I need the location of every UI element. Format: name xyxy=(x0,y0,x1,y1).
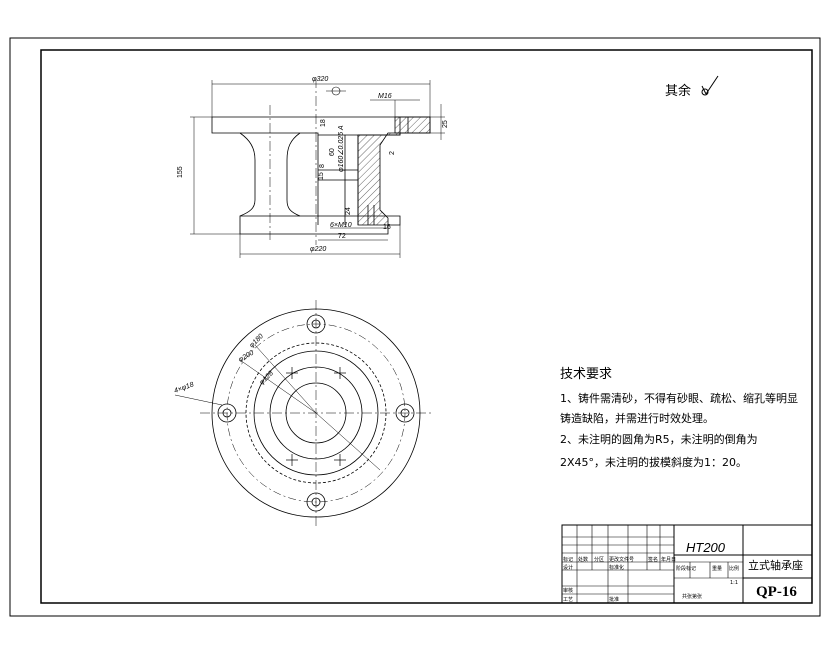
dim-top-thread: M16 xyxy=(378,93,392,100)
tech-note-line-1: 1、铸件需清砂，不得有砂眼、疏松、缩孔等明显 xyxy=(560,391,798,405)
plan-dim-128: φ128 xyxy=(258,370,275,387)
dim-60: 60 xyxy=(329,148,336,156)
dim-right-2: 2 xyxy=(389,151,396,155)
outer-border xyxy=(9,37,821,617)
dim-24: 24 xyxy=(345,207,352,215)
tb-zone: 分区 xyxy=(594,556,604,563)
dim-thread-hole: φ160∠0.025 A xyxy=(337,125,345,172)
tb-std: 标准化 xyxy=(609,564,624,571)
section-dimension-lines xyxy=(190,80,445,258)
tb-approve: 批准 xyxy=(609,596,619,603)
plan-dim-holes: 4×φ18 xyxy=(173,381,195,395)
tb-sheets: 共张第张 xyxy=(682,593,702,600)
part-name: 立式轴承座 xyxy=(748,558,803,572)
drawing-number: QP-16 xyxy=(756,584,797,600)
plan-view xyxy=(174,300,432,528)
dim-15: 15 xyxy=(318,172,325,180)
title-block xyxy=(561,524,813,604)
section-view xyxy=(211,78,431,245)
tb-stage: 阶段标记 xyxy=(676,565,696,572)
tb-scale-val: 1:1 xyxy=(730,580,738,586)
material: HT200 xyxy=(686,540,726,555)
dim-8: 8 xyxy=(319,164,326,168)
tech-note-line-4: 2X45°，未注明的拔模斜度为1：20。 xyxy=(560,455,747,469)
surface-finish-icon xyxy=(701,75,719,96)
tech-note-line-2: 铸造缺陷，并需进行时效处理。 xyxy=(560,411,714,425)
dim-18: 18 xyxy=(320,119,327,127)
tb-count: 处数 xyxy=(578,556,588,563)
tb-design: 设计 xyxy=(563,564,573,571)
dim-height: 155 xyxy=(177,166,184,178)
finish-symbol-small xyxy=(326,86,346,96)
surface-finish-label: 其余 xyxy=(665,83,691,99)
tb-sign: 签名 xyxy=(648,556,658,563)
dim-base-dia: φ220 xyxy=(310,246,326,253)
tb-weight: 重量 xyxy=(712,565,722,572)
dim-outer-dia: φ320 xyxy=(312,76,328,83)
tb-review: 审核 xyxy=(563,587,573,594)
tb-marks: 标记 xyxy=(563,556,573,563)
tb-date: 年月日 xyxy=(661,556,676,563)
dim-depth: 72 xyxy=(338,233,346,240)
tech-notes-heading: 技术要求 xyxy=(560,367,612,382)
tb-process: 工艺 xyxy=(563,597,573,603)
dim-16: 16 xyxy=(383,224,391,231)
plan-dim-200: φ200 xyxy=(238,349,256,363)
inner-border xyxy=(40,49,813,604)
tb-scale: 比例 xyxy=(729,565,739,572)
tb-change-doc: 更改文件号 xyxy=(609,556,634,563)
dim-hole-pattern: 6×M10 xyxy=(330,222,352,229)
tech-note-line-3: 2、未注明的圆角为R5，未注明的倒角为 xyxy=(560,432,758,446)
dim-flange-thk: 25 xyxy=(442,120,449,128)
